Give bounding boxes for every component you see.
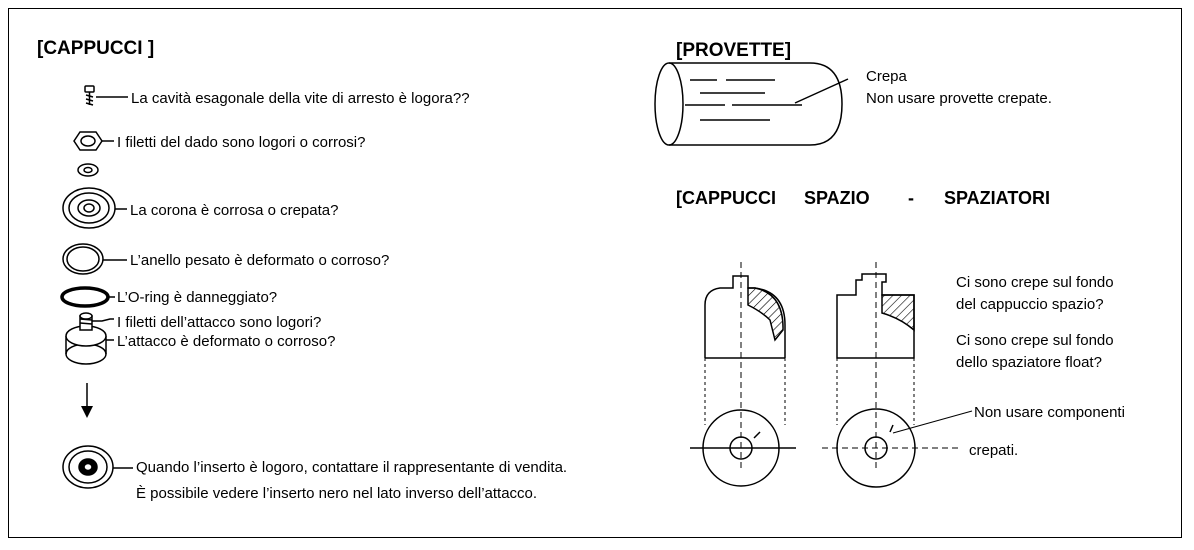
label-crown: La corona è corrosa o crepata? [130, 202, 339, 219]
label-adapter-threads: I filetti dell’attacco sono logori? [117, 314, 322, 331]
arrow-down-icon [81, 383, 93, 418]
spacers-heading-part1: [CAPPUCCI [676, 188, 777, 208]
tube-icon [654, 62, 849, 146]
o-ring-icon [60, 286, 115, 308]
label-warn-line2: crepati. [969, 442, 1019, 459]
label-set-screw: La cavità esagonale della vite di arrest… [131, 90, 470, 107]
label-nut: I filetti del dado sono logori o corrosi… [117, 134, 366, 151]
insert-icon [62, 445, 133, 489]
spacer-cap-drawing [690, 262, 796, 487]
label-insert-line2: È possibile vedere l’inserto nero nel la… [136, 485, 538, 502]
caps-heading: [CAPPUCCI ] [37, 38, 155, 59]
crown-icon [62, 187, 127, 229]
weight-ring-icon [62, 243, 127, 275]
label-q1-line1: Ci sono crepe sul fondo [956, 274, 1114, 291]
adapter-icon [65, 312, 114, 365]
diagram-frame [8, 8, 1182, 538]
label-adapter-body: L’attacco è deformato o corroso? [117, 333, 336, 350]
spacers-heading-part3: - [908, 188, 914, 208]
spacers-heading-part4: SPAZIATORI [944, 188, 1051, 208]
label-weight-ring: L’anello pesato è deformato o corroso? [130, 252, 390, 269]
washer-icon [77, 163, 99, 177]
label-o-ring: L’O-ring è danneggiato? [117, 289, 278, 306]
set-screw-icon [84, 85, 128, 106]
label-insert-line1: Quando l’inserto è logoro, contattare il… [136, 459, 568, 476]
tubes-heading: [PROVETTE] [676, 40, 792, 61]
label-tube-note: Non usare provette crepate. [866, 90, 1052, 107]
nut-icon [73, 131, 114, 151]
label-q2-line1: Ci sono crepe sul fondo [956, 332, 1114, 349]
float-spacer-drawing [822, 262, 973, 488]
label-q1-line2: del cappuccio spazio? [956, 296, 1104, 313]
spacers-heading-part2: SPAZIO [804, 188, 870, 208]
label-warn-line1: Non usare componenti [974, 404, 1125, 421]
label-crack: Crepa [866, 68, 907, 85]
label-q2-line2: dello spaziatore float? [956, 354, 1102, 371]
